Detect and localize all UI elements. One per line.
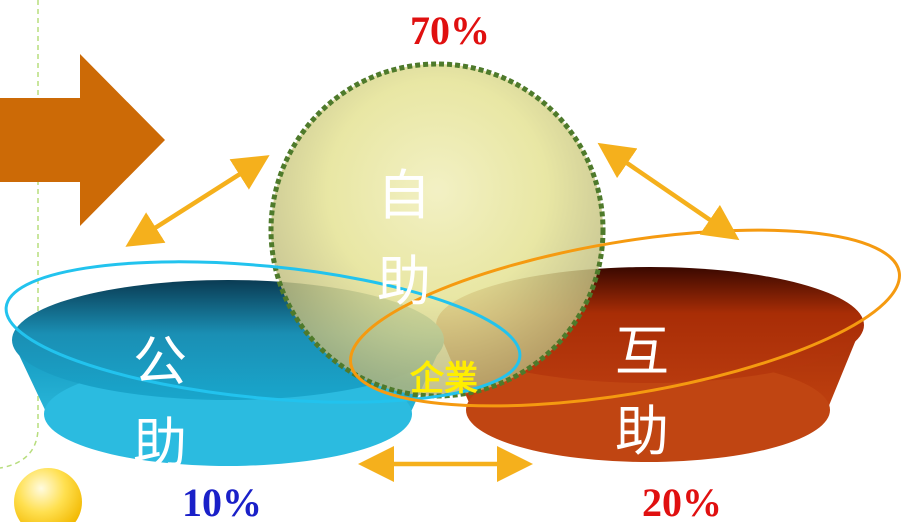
public-help-label-top: 公: [133, 330, 187, 393]
mutual-help-label-bottom: 助: [615, 400, 669, 463]
self-help-percent: 70%: [410, 8, 490, 53]
public-help-ring: [4, 260, 522, 404]
self-help-label-bottom: 助: [377, 250, 431, 313]
double-arrow-left: [125, 155, 270, 247]
mutual-help-ring: [349, 228, 901, 408]
public-help-percent: 10%: [182, 480, 262, 522]
double-arrow-right: [597, 142, 740, 241]
sun-icon: [14, 468, 82, 522]
self-help-sphere: [268, 61, 606, 399]
self-help-label-top: 自: [377, 164, 431, 227]
block-arrow-icon: [0, 54, 165, 226]
enterprise-label: 企業: [410, 359, 478, 399]
public-help-label-bottom: 助: [133, 412, 187, 475]
mutual-help-percent: 20%: [642, 480, 722, 522]
mutual-help-label-top: 互: [615, 320, 669, 383]
dashed-guide-line: [0, 0, 39, 469]
